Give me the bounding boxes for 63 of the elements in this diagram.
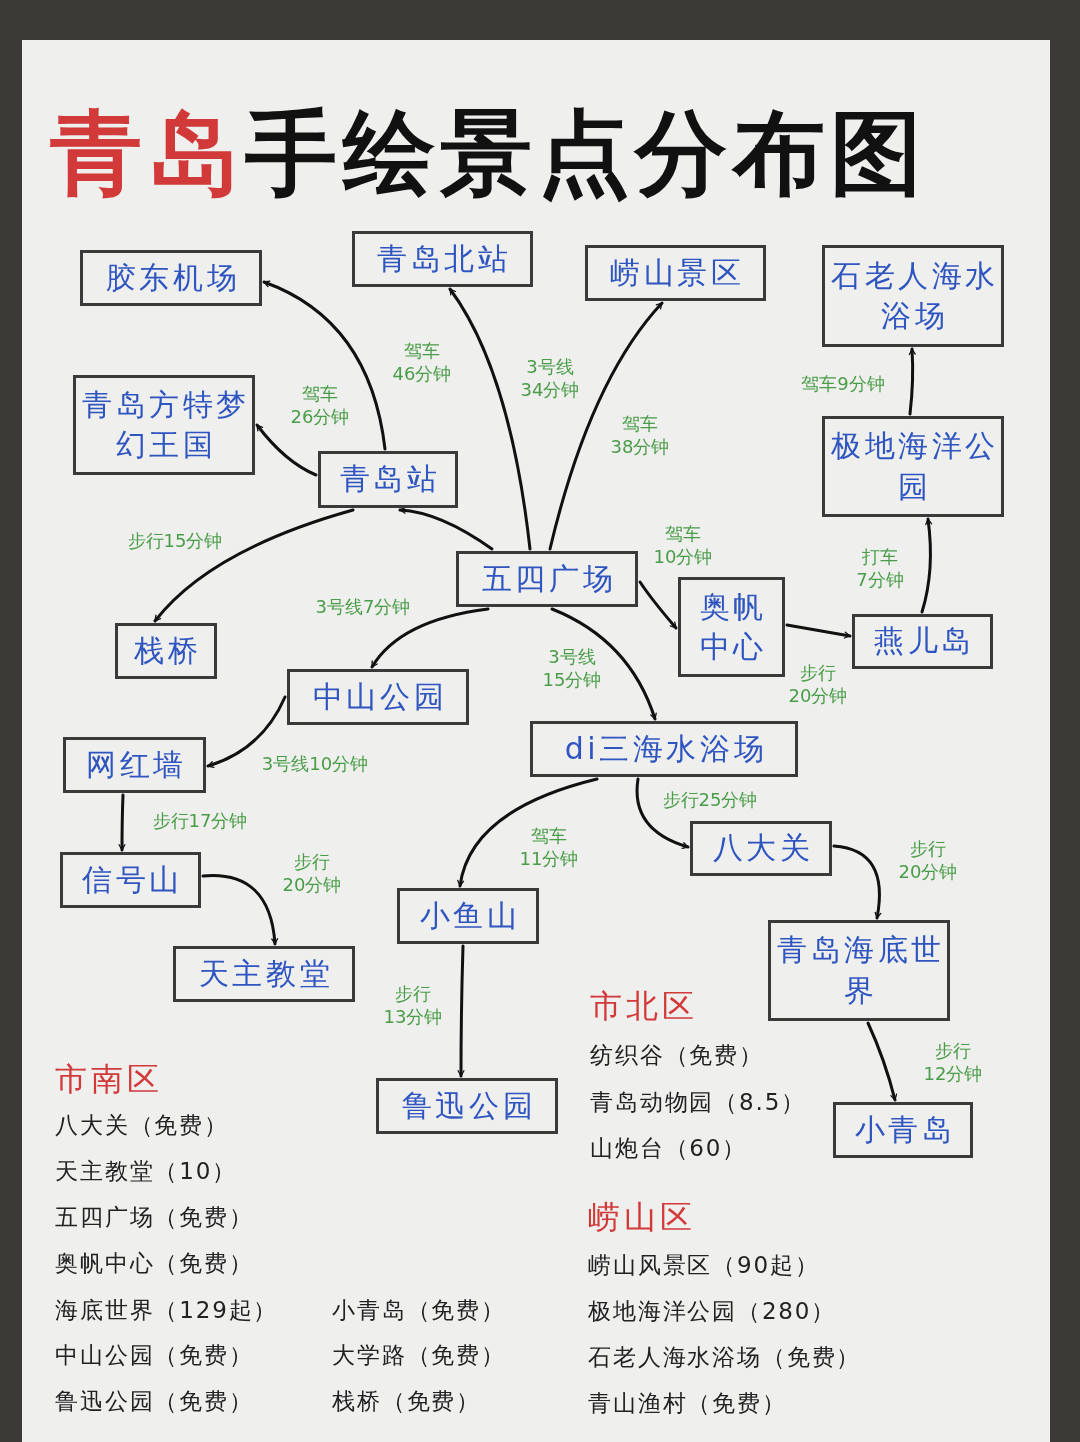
arrow (448, 287, 532, 551)
arrow (118, 793, 126, 852)
arrow (550, 607, 657, 721)
place-box: 胶东机场 (80, 250, 262, 306)
arrow (785, 623, 852, 639)
price-note: 天主教堂（10） (55, 1157, 237, 1186)
price-note: 奥帆中心（免费） (55, 1249, 254, 1278)
title: 青岛手绘景点分布图 (50, 99, 928, 209)
arrow (866, 1021, 898, 1102)
place-box: 青岛方特梦幻王国 (73, 375, 255, 475)
price-note: 鲁迅公园（免费） (55, 1387, 254, 1416)
place-box: 八大关 (690, 821, 832, 876)
price-note: 石老人海水浴场（免费） (588, 1343, 862, 1372)
place-box: 中山公园 (287, 669, 469, 725)
price-note: 崂山风景区（90起） (588, 1251, 820, 1280)
place-box: 青岛海底世界 (768, 920, 950, 1021)
edge-label: 驾车9分钟 (799, 372, 887, 396)
place-box: 五四广场 (456, 551, 638, 607)
place-box: 青岛站 (318, 451, 458, 508)
price-note: 八大关（免费） (55, 1111, 229, 1140)
place-box: di三海水浴场 (530, 721, 798, 777)
arrow (153, 508, 355, 623)
price-note: 青岛动物园（8.5） (590, 1088, 806, 1117)
arrow (908, 347, 916, 416)
place-box: 石老人海水浴场 (822, 245, 1004, 347)
district-heading: 市北区 (590, 986, 698, 1027)
arrow (262, 280, 387, 451)
price-note: 海底世界（129起） (55, 1296, 279, 1325)
place-box: 小青岛 (833, 1102, 973, 1158)
arrow (638, 580, 678, 630)
price-note: 小青岛（免费） (332, 1296, 506, 1325)
place-box: 奥帆中心 (678, 577, 785, 677)
arrow (920, 517, 933, 614)
price-note: 大学路（免费） (332, 1341, 506, 1370)
price-note: 极地海洋公园（280） (588, 1297, 837, 1326)
arrow (457, 777, 599, 888)
place-box: 鲁迅公园 (376, 1078, 558, 1134)
place-box: 崂山景区 (585, 245, 766, 301)
place-box: 青岛北站 (352, 231, 533, 287)
arrow (370, 607, 490, 669)
place-box: 网红墙 (63, 737, 206, 793)
arrow (457, 944, 465, 1078)
place-box: 栈桥 (115, 623, 217, 679)
place-box: 信号山 (60, 852, 201, 908)
arrow (206, 695, 287, 768)
price-note: 纺织谷（免费） (590, 1041, 764, 1070)
arrow (832, 844, 882, 920)
arrow (398, 506, 494, 551)
place-box: 燕儿岛 (852, 614, 993, 669)
arrow (635, 777, 690, 849)
district-heading: 崂山区 (588, 1197, 696, 1238)
district-heading: 市南区 (55, 1059, 163, 1100)
price-note: 青山渔村（免费） (588, 1389, 787, 1418)
price-note: 栈桥（免费） (332, 1387, 482, 1416)
arrow (548, 301, 664, 551)
arrow (255, 423, 318, 477)
arrow (201, 874, 278, 946)
price-note: 山炮台（60） (590, 1134, 748, 1163)
price-note: 五四广场（免费） (55, 1203, 254, 1232)
price-note: 中山公园（免费） (55, 1341, 254, 1370)
place-box: 小鱼山 (397, 888, 539, 944)
place-box: 极地海洋公园 (822, 416, 1004, 517)
place-box: 天主教堂 (173, 946, 355, 1002)
